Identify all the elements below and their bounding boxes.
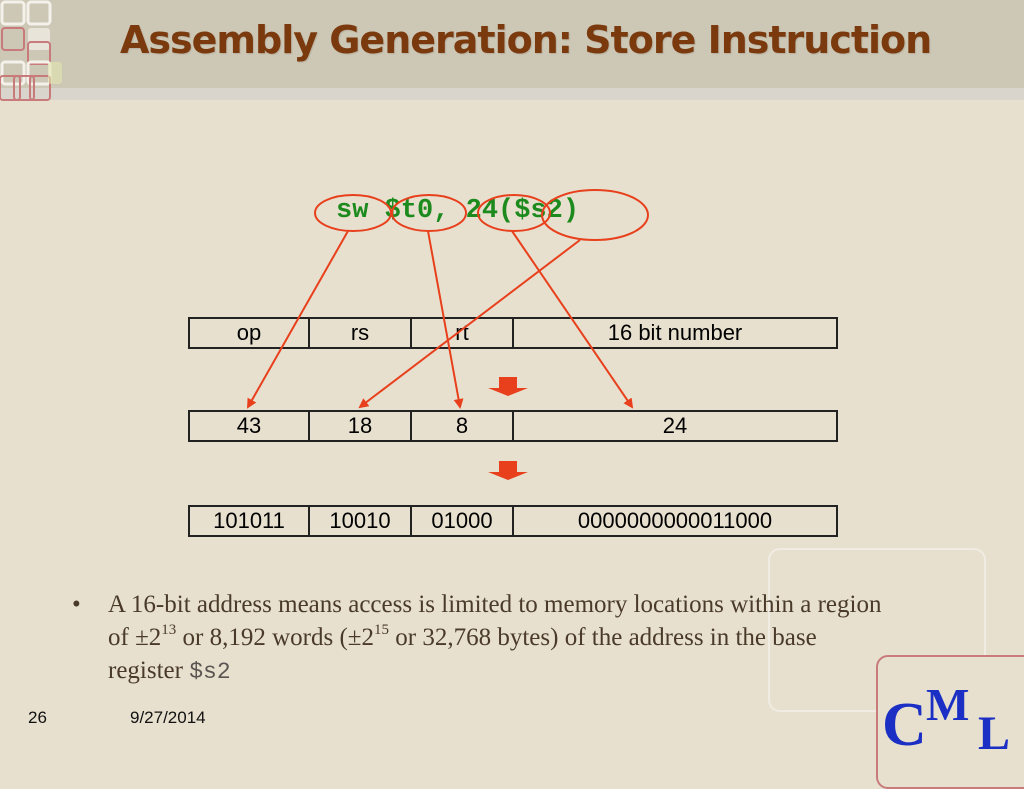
code-base: ($s2) xyxy=(498,196,580,226)
binary-rs: 10010 xyxy=(308,505,412,537)
title-bar xyxy=(0,0,1024,88)
table-row: 101011 10010 01000 0000000000011000 xyxy=(188,505,838,537)
decorative-squares xyxy=(0,0,62,101)
down-arrow-icon xyxy=(488,377,528,396)
field-immediate: 16 bit number xyxy=(512,317,838,349)
annotation-layer xyxy=(247,189,649,409)
format-table: op rs rt 16 bit number xyxy=(188,317,838,349)
bullet-text-part: or 8,192 words (±2 xyxy=(176,624,375,651)
arrow-op-to-43 xyxy=(247,230,349,409)
logo-letter-m: M xyxy=(926,679,970,730)
bullet-dot: • xyxy=(72,591,81,618)
slide-number: 26 xyxy=(28,708,47,727)
field-rt: rt xyxy=(410,317,514,349)
binary-immediate: 0000000000011000 xyxy=(512,505,838,537)
bullet-text-part: A 16-bit address means access is limited… xyxy=(108,591,882,651)
title-underline xyxy=(0,88,1024,100)
code-comma: , xyxy=(433,196,450,226)
decimal-table: 43 18 8 24 xyxy=(188,410,838,442)
arrow-base-to-18 xyxy=(358,239,581,409)
binary-table: 101011 10010 01000 0000000000011000 xyxy=(188,505,838,537)
decimal-rs: 18 xyxy=(308,410,412,442)
arrow-offset-to-24 xyxy=(511,230,634,409)
highlight-ellipse-op xyxy=(314,194,392,232)
bullet-text: A 16-bit address means access is limited… xyxy=(108,588,888,689)
slide-date: 9/27/2014 xyxy=(130,708,206,727)
bullet-text-part: or 32,768 bytes) of the address in the b… xyxy=(108,624,817,684)
binary-rt: 01000 xyxy=(410,505,514,537)
binary-op: 101011 xyxy=(188,505,310,537)
table-row: op rs rt 16 bit number xyxy=(188,317,838,349)
decimal-immediate: 24 xyxy=(512,410,838,442)
logo-frame xyxy=(876,655,1024,789)
down-arrow-icon xyxy=(488,461,528,480)
code-op: sw xyxy=(336,196,369,226)
register-name: $s2 xyxy=(189,659,231,685)
logo-letter-c: C xyxy=(882,691,927,759)
logo-letter-l: L xyxy=(978,707,1011,760)
highlight-ellipse-rt xyxy=(391,194,467,232)
slide-title: Assembly Generation: Store Instruction xyxy=(120,18,932,62)
highlight-ellipse-base xyxy=(541,189,649,241)
highlight-ellipse-offset xyxy=(477,194,551,232)
table-row: 43 18 8 24 xyxy=(188,410,838,442)
exponent: 15 xyxy=(374,622,390,638)
decimal-op: 43 xyxy=(188,410,310,442)
decimal-rt: 8 xyxy=(410,410,514,442)
arrow-rt-to-8 xyxy=(427,230,464,409)
exponent: 13 xyxy=(161,622,177,638)
field-rs: rs xyxy=(308,317,412,349)
